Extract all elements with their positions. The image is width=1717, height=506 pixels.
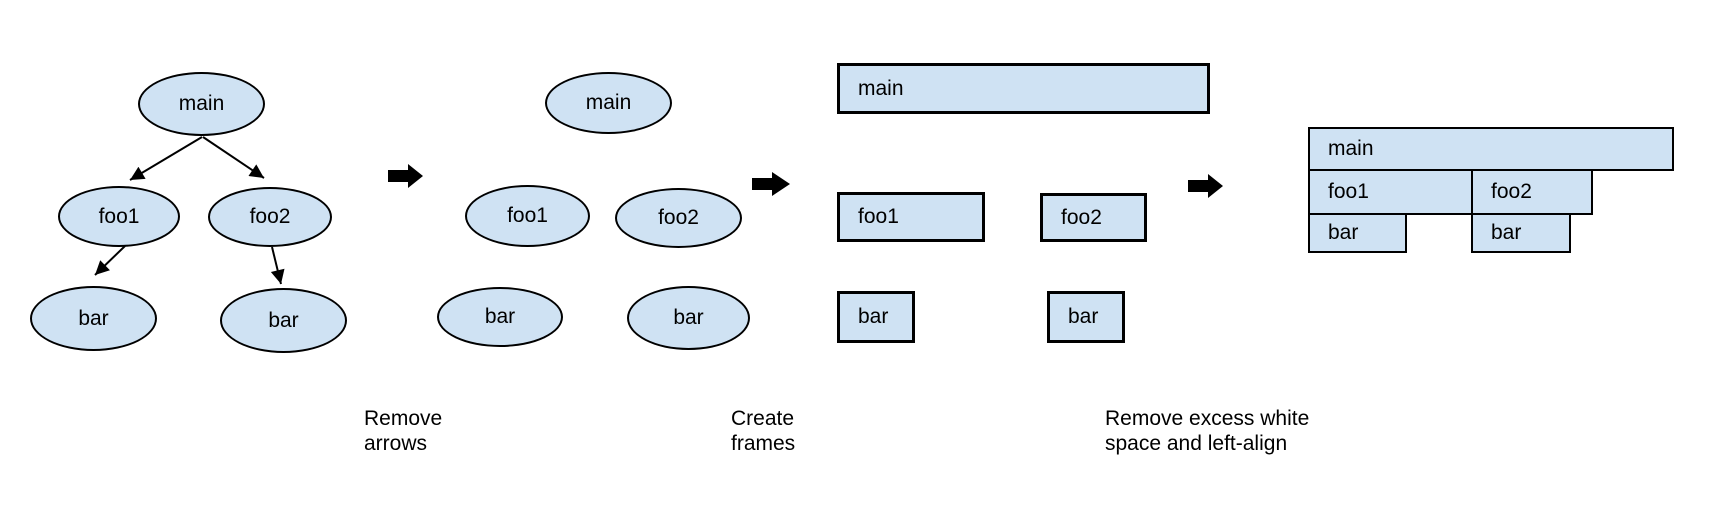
tree-edge-foo1-bar (94, 245, 126, 276)
node-label: main (1328, 137, 1374, 160)
node-label: bar (858, 305, 889, 328)
node-label: main (178, 92, 225, 115)
frame-node-main: main (837, 63, 1210, 114)
frame-node-bar-right: bar (1047, 291, 1125, 343)
node-label: foo1 (858, 205, 899, 228)
step-label-left-align: Remove excess white space and left-align (1105, 407, 1310, 455)
node-label: foo1 (1328, 180, 1369, 203)
frame-node-bar-left: bar (837, 291, 915, 343)
flame-node-foo2: foo2 (1471, 169, 1593, 215)
tree2-node-bar-left: bar (437, 287, 563, 347)
tree2-node-main: main (545, 72, 672, 134)
tree-edge-main-foo2 (202, 136, 265, 179)
node-label: foo2 (249, 205, 291, 228)
tree1-node-bar-left: bar (30, 286, 157, 351)
node-label: bar (1491, 221, 1522, 244)
node-label: bar (673, 306, 704, 329)
flame-node-foo1: foo1 (1308, 169, 1473, 215)
step-arrow-left-align (1188, 174, 1223, 198)
node-label: foo1 (98, 204, 140, 228)
node-label: main (585, 91, 632, 114)
step-label-remove-arrows: Remove arrows (364, 407, 443, 455)
node-label: main (858, 76, 904, 100)
flame-node-main: main (1308, 127, 1674, 171)
tree2-node-foo1: foo1 (465, 185, 590, 247)
tree1-node-bar-right: bar (220, 288, 347, 353)
tree2-node-bar-right: bar (627, 286, 750, 350)
flame-node-bar-right: bar (1471, 213, 1571, 253)
node-label: bar (268, 308, 299, 332)
tree1-node-foo2: foo2 (208, 187, 332, 247)
node-label: bar (484, 305, 516, 328)
step-arrow-create-frames (752, 172, 790, 196)
step-label-create-frames: Create frames (731, 407, 796, 455)
node-label: foo1 (507, 204, 548, 227)
tree-edge-main-foo1 (129, 136, 203, 181)
node-label: foo2 (658, 206, 699, 229)
frame-node-foo2: foo2 (1040, 193, 1147, 242)
tree1-node-main: main (138, 72, 265, 136)
node-label: bar (78, 306, 109, 330)
tree1-node-foo1: foo1 (58, 186, 180, 247)
flame-node-bar-left: bar (1308, 213, 1407, 253)
frame-node-foo1: foo1 (837, 192, 985, 242)
node-label: bar (1068, 305, 1099, 328)
node-label: bar (1328, 221, 1359, 244)
tree-edge-foo2-bar (270, 246, 285, 285)
tree2-node-foo2: foo2 (615, 188, 742, 248)
node-label: foo2 (1491, 180, 1532, 203)
step-arrow-remove-arrows (388, 164, 423, 188)
node-label: foo2 (1061, 205, 1102, 229)
